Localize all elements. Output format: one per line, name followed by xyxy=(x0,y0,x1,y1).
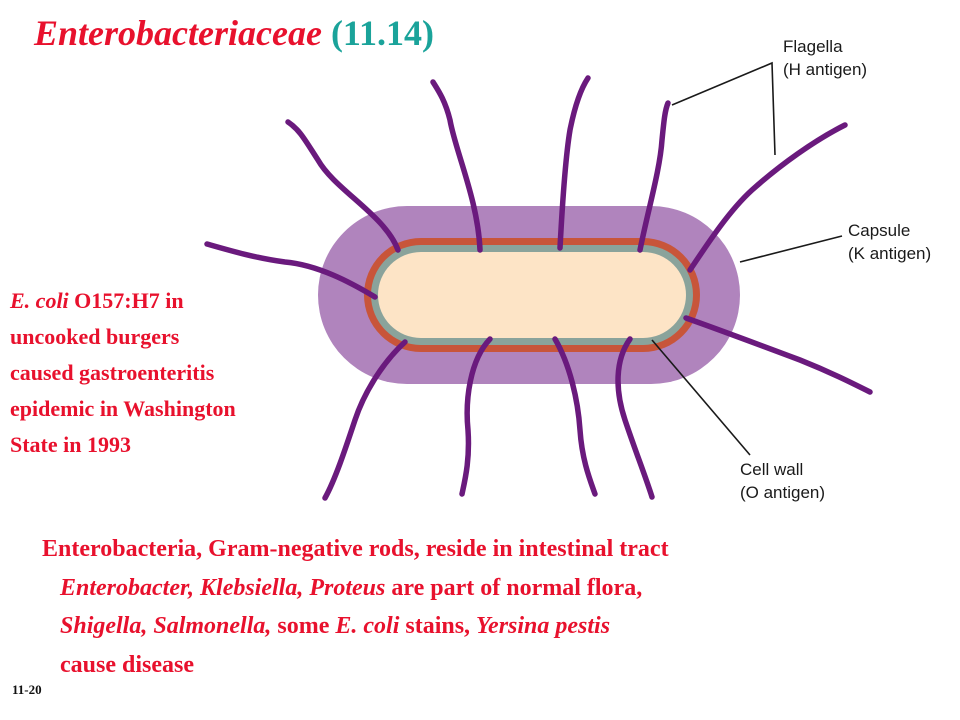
note-text: O157:H7 in xyxy=(68,288,184,313)
flagellum xyxy=(615,336,655,500)
species-name: E. coli xyxy=(335,613,400,639)
note-line: uncooked burgers xyxy=(10,324,180,349)
flagella-label-line1: Flagella xyxy=(783,37,843,56)
body-text-segment: some xyxy=(271,613,336,639)
callout-lines xyxy=(651,61,843,456)
flagella-label-line2: (H antigen) xyxy=(783,60,868,79)
flagellum xyxy=(683,315,873,395)
flagellum xyxy=(637,100,671,253)
capsule-label-line1: Capsule xyxy=(848,221,911,240)
flagella xyxy=(204,75,873,501)
title-number: (11.14) xyxy=(330,13,434,53)
note-line: E. coli O157:H7 in xyxy=(10,283,350,319)
genus-name: Klebsiella, xyxy=(200,574,304,601)
genus-name: Proteus xyxy=(309,574,386,601)
flagellum xyxy=(459,336,493,497)
cell-wall-label-line1: Cell wall xyxy=(740,460,804,479)
note-line: State in 1993 xyxy=(10,432,131,457)
cell-wall-label-line2: (O antigen) xyxy=(740,483,826,502)
flagellum xyxy=(552,336,598,497)
note-italic: E. coli xyxy=(10,288,69,313)
flagellum xyxy=(430,79,483,253)
flagellum xyxy=(285,119,401,253)
capsule-callout xyxy=(739,235,843,263)
genus-name: Shigella, Salmonella, xyxy=(60,613,272,639)
outbreak-note: E. coli O157:H7 in uncooked burgers caus… xyxy=(10,283,350,463)
cytoplasm xyxy=(378,252,686,338)
slide-title: Enterobacteriaceae (11.14) xyxy=(34,12,434,54)
note-line: caused gastroenteritis xyxy=(10,360,215,385)
flagellum xyxy=(557,75,591,251)
capsule-label: Capsule (K antigen) xyxy=(848,219,931,265)
flagella-label: Flagella (H antigen) xyxy=(783,35,867,81)
body-text-segment: stains, xyxy=(399,613,477,639)
slide-number: 11-20 xyxy=(12,682,42,697)
cell-wall-callout xyxy=(651,339,751,456)
body-text: Enterobacteria, Gram-negative rods, resi… xyxy=(42,530,669,684)
body-line-2: Enterobacter, Klebsiella, Proteus are pa… xyxy=(42,569,669,608)
body-text-segment: are part of normal flora, xyxy=(385,574,643,601)
capsule-label-line2: (K antigen) xyxy=(848,244,932,263)
species-name: Yersina pestis xyxy=(476,613,611,639)
body-line-4: cause disease xyxy=(60,651,194,678)
body-line-3: Shigella, Salmonella, some E. coli stain… xyxy=(42,607,669,646)
flagellum xyxy=(687,122,848,273)
title-italic: Enterobacteriaceae xyxy=(34,13,322,53)
cell-wall-label: Cell wall (O antigen) xyxy=(740,458,825,504)
body-line-1: Enterobacteria, Gram-negative rods, resi… xyxy=(42,536,669,562)
flagellum xyxy=(322,339,408,501)
genus-name: Enterobacter, xyxy=(60,574,195,601)
note-line: epidemic in Washington xyxy=(10,396,236,421)
flagellum xyxy=(204,241,378,300)
flagella-callout xyxy=(671,61,776,156)
